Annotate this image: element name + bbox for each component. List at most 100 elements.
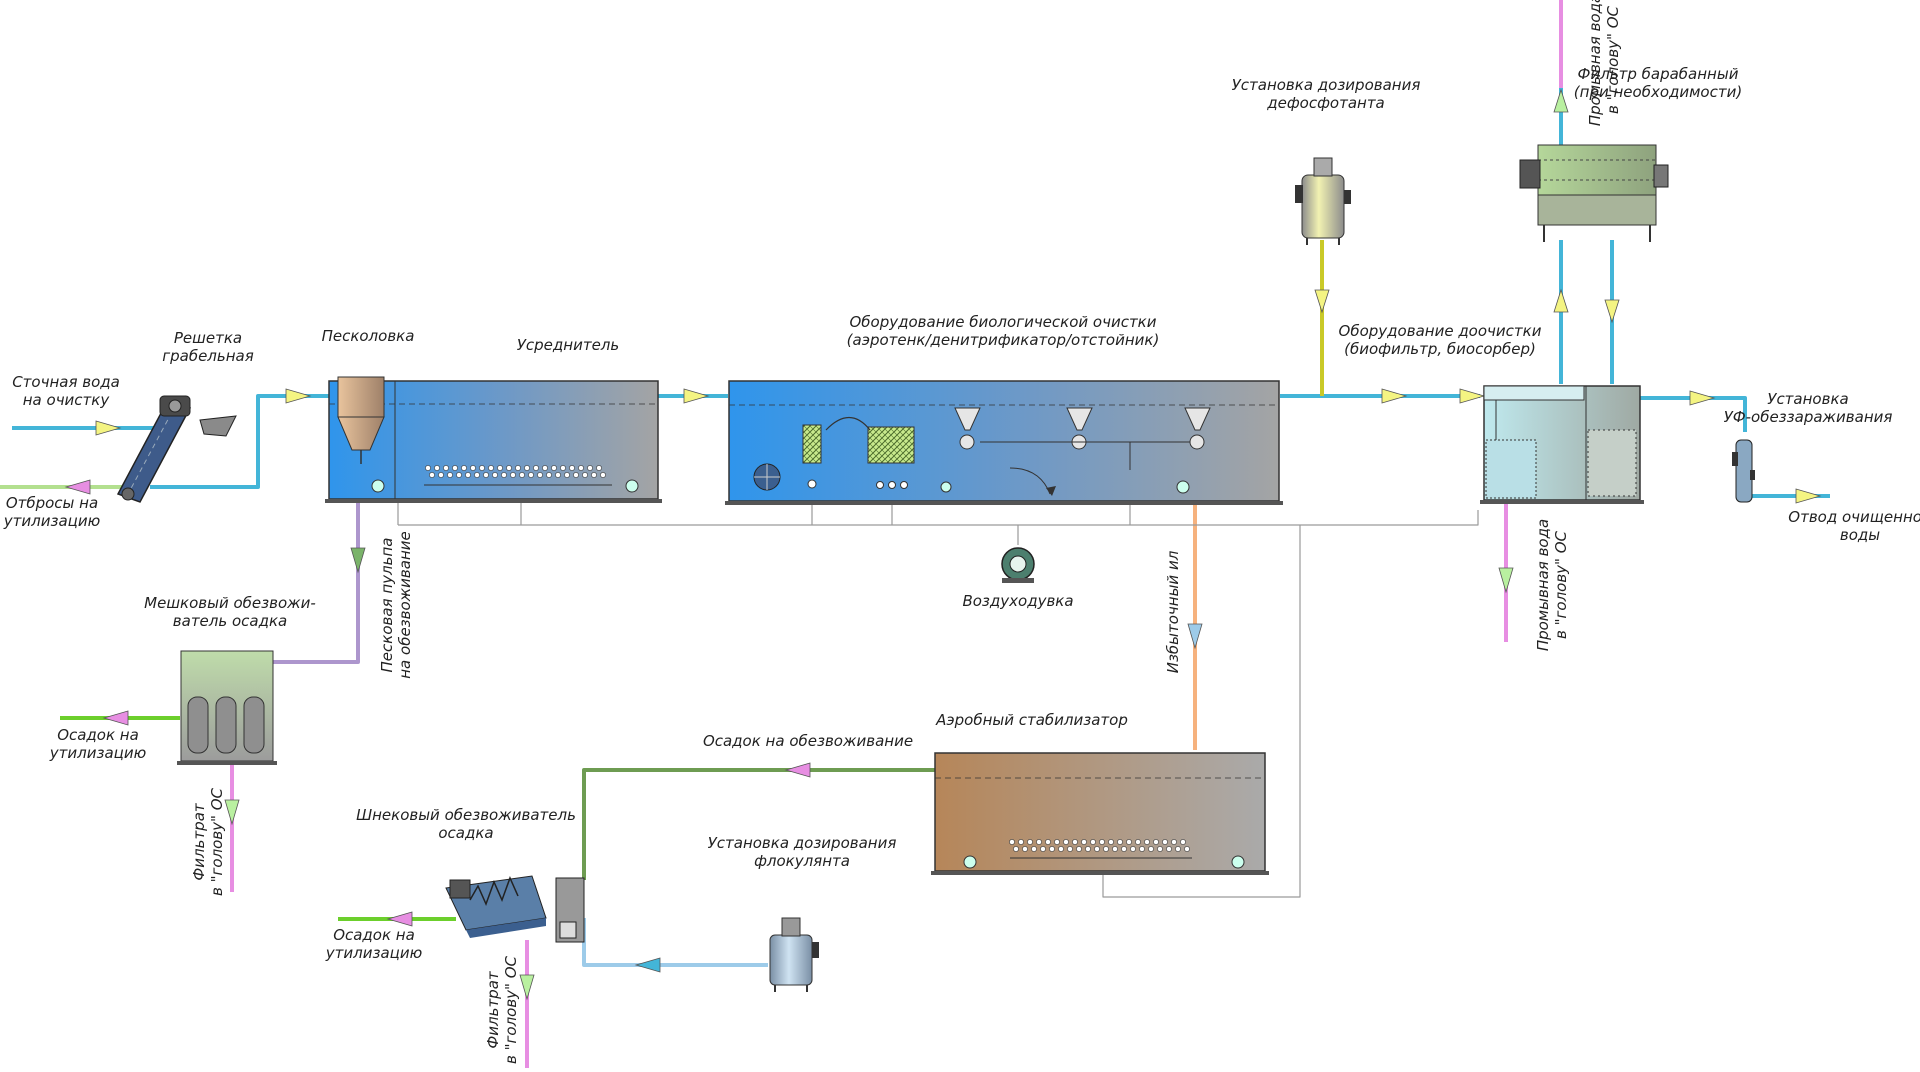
label-line: в "голову" ОС [208,787,226,896]
post-treatment-unit [1480,385,1644,504]
aeration-bubble [506,465,512,471]
aeration-bubble [1027,839,1033,845]
aeration-bubble [1148,846,1154,852]
aeration-bubble [564,472,570,478]
uv-unit [1732,439,1755,503]
label-excess-sludge: Избыточный ил [1164,550,1182,673]
aeration-bubble [573,472,579,478]
grit-trap-equalizer [325,376,662,503]
label-line: в "голову" ОС [1552,530,1570,639]
aeration-bubble [1045,839,1051,845]
aeration-bubble [1180,839,1186,845]
aeration-bubble [1058,846,1064,852]
arrow-wash-top [1553,88,1569,113]
aeration-bubble [1112,846,1118,852]
aeration-bubble [1162,839,1168,845]
arrow-out [1795,488,1822,504]
label-line: утилизацию [49,744,146,762]
label-line: воды [1840,526,1880,544]
aeration-bubble [497,465,503,471]
label-line: на очистку [23,391,111,409]
aeration-bubble [1036,839,1042,845]
aeration-bubble [596,465,602,471]
label-line: Усреднитель [517,336,619,354]
label-line: Промывная вода [1586,0,1604,126]
label-bag-dewaterer: Мешковый обезвожи-ватель осадка [144,594,316,630]
pipe-post-to-uv [1640,396,1747,432]
arrow-filtrate-2 [519,974,535,1001]
label-line: (при необходимости) [1574,83,1742,101]
aeration-bubble [1085,846,1091,852]
aeration-bubble [591,472,597,478]
aeration-bubble [1013,846,1019,852]
aeration-bubble [434,465,440,471]
label-line: Установка дозирования [1232,76,1421,94]
aeration-bubble [1090,839,1096,845]
aeration-bubble [1144,839,1150,845]
arrow-filtrate-1 [224,799,240,826]
air-main [398,510,1479,526]
label-line: Воздуходувка [962,592,1073,610]
label-line: Осадок на обезвоживание [703,732,913,750]
label-line: Осадок на [333,926,415,944]
arrow-excess [1187,623,1203,650]
label-line: Оборудование доочистки [1339,322,1542,340]
aeration-bubble [1175,846,1181,852]
aeration-bubble [1171,839,1177,845]
flocculant-dosing-tank [769,917,819,992]
aeration-bubble [429,472,435,478]
arrow-screen-grit [285,388,312,404]
label-line: флокулянта [754,852,850,870]
label-line: Песколовка [322,327,415,345]
aeration-bubble [524,465,530,471]
aeration-bubble [1184,846,1190,852]
aeration-bubble [456,472,462,478]
label-line: утилизацию [325,944,422,962]
aeration-bubble [510,472,516,478]
label-line: Оборудование биологической очистки [849,313,1156,331]
label-filtrate-2: Фильтратв "голову" ОС [484,955,520,1064]
aeration-bubble [1063,839,1069,845]
pipe-flocculant [582,918,768,967]
label-line: в "голову" ОС [1604,5,1622,114]
aeration-bubble [519,472,525,478]
aeration-bubble [578,465,584,471]
aeration-bubble [533,465,539,471]
aeration-bubble [1022,846,1028,852]
aeration-bubble [1018,839,1024,845]
label-line: Шнековый обезвоживатель [356,806,576,824]
aeration-bubble [492,472,498,478]
aeration-bubble [1166,846,1172,852]
label-line: Промывная вода [1534,519,1552,651]
label-filtrate-1: Фильтратв "голову" ОС [190,787,226,896]
aeration-bubble [600,472,606,478]
label-post-treatment: Оборудование доочистки(биофильтр, биосор… [1339,322,1542,358]
arrow-sand [350,547,366,574]
aeration-bubble [551,465,557,471]
label-line: Мешковый обезвожи- [144,594,316,612]
label-line: осадка [438,824,493,842]
aeration-bubble [1031,846,1037,852]
label-bio-equipment: Оборудование биологической очистки(аэрот… [847,313,1160,349]
aeration-bubble [542,465,548,471]
arrow-wash-bottom [1498,567,1514,594]
rake-screen [116,395,237,503]
label-line: Осадок на [57,726,139,744]
arrow-in [95,420,122,436]
aeration-bubble [501,472,507,478]
label-blower: Воздуходувка [962,592,1073,610]
aeration-bubble [1094,846,1100,852]
pipe-sludge-dewater [582,768,935,880]
aeration-bubble [587,465,593,471]
aeration-bubble [1040,846,1046,852]
aeration-bubble [1108,839,1114,845]
arrow-from-drum [1604,299,1620,324]
label-line: Установка [1767,390,1848,408]
aeration-bubble [1009,839,1015,845]
